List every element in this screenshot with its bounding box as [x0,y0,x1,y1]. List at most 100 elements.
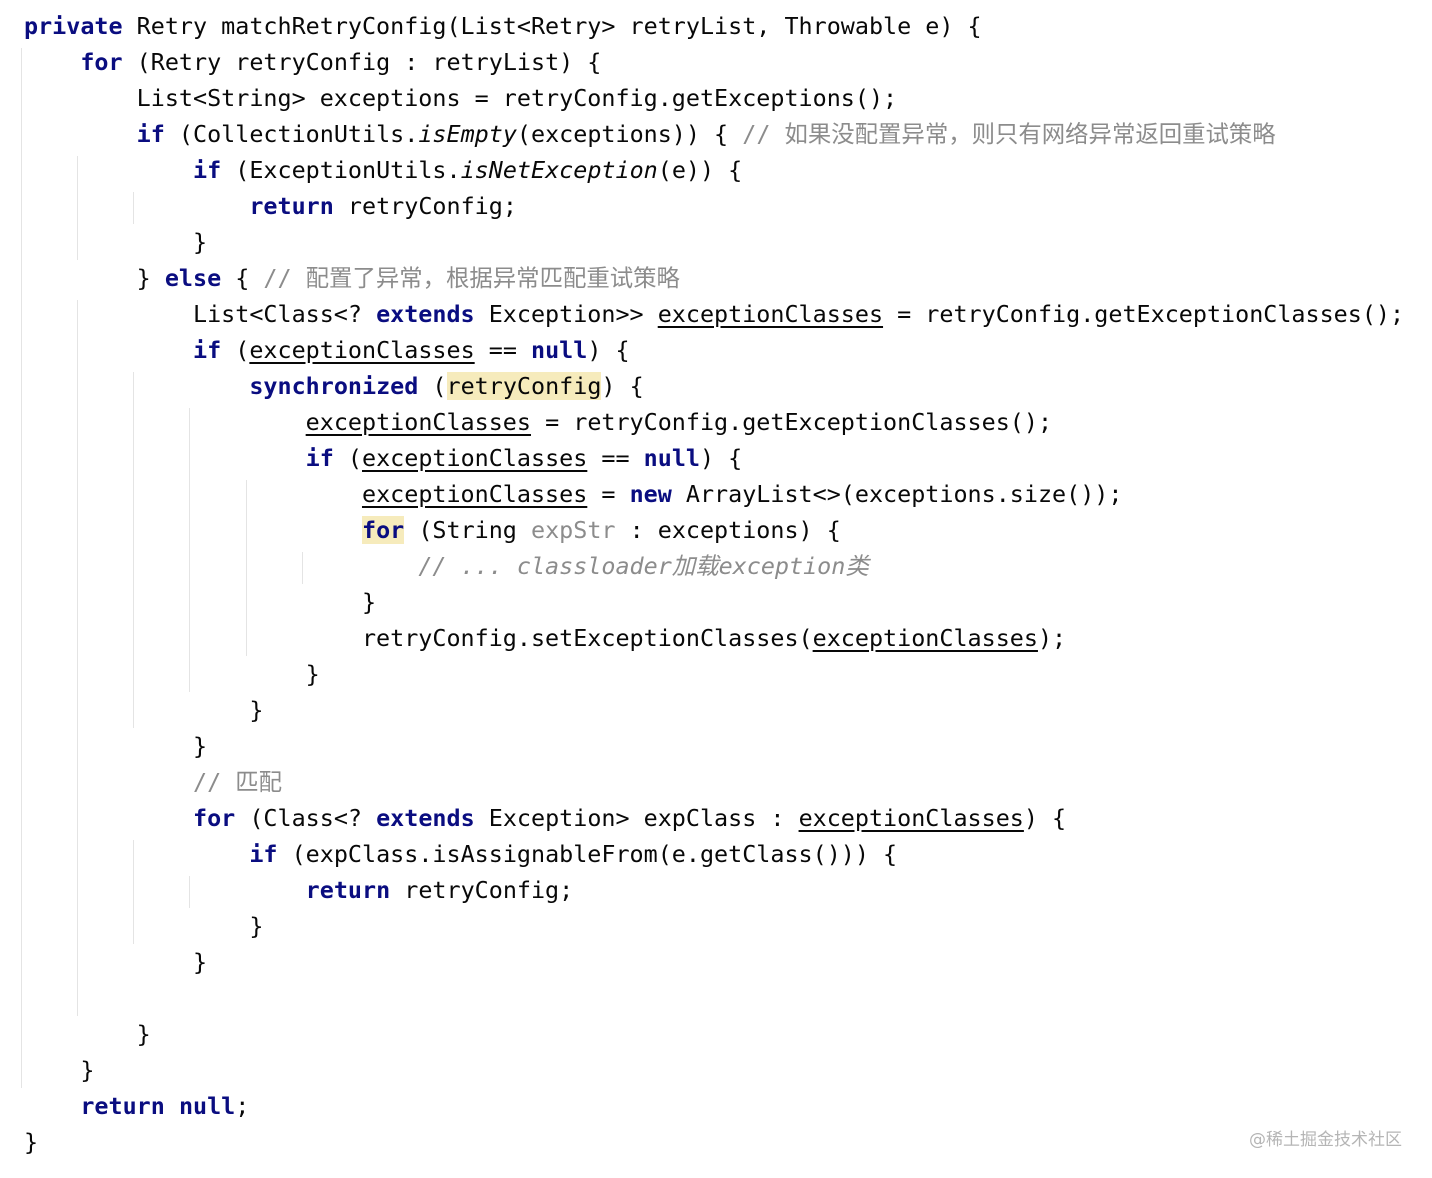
code-token: (exceptions)) { [516,120,743,148]
code-line: for (Retry retryConfig : retryList) { [24,44,1404,80]
code-line: } [24,1052,1404,1088]
code-token [24,768,193,796]
code-token: retryConfig; [390,876,574,904]
code-editor[interactable]: private Retry matchRetryConfig(List<Retr… [21,8,1404,1160]
code-line [24,980,1404,1016]
code-line: } [24,728,1404,764]
code-line: } [24,908,1404,944]
code-token: == [587,444,644,472]
keyword-token: if [136,120,165,148]
code-token: retryConfig.setExceptionClasses( [24,624,813,652]
code-token: } [24,1056,95,1084]
code-line: exceptionClasses = new ArrayList<>(excep… [24,476,1404,512]
indent-guide [77,156,78,260]
comment-token: // 配置了异常，根据异常匹配重试策略 [263,264,680,292]
comment-token: // 如果没配置异常，则只有网络异常返回重试策略 [742,120,1276,148]
code-line: if (exceptionClasses == null) { [24,440,1404,476]
code-token [24,552,418,580]
keyword-token: null [178,1092,236,1120]
code-token [24,336,193,364]
keyword-token: null [643,444,701,472]
keyword-token: for [361,516,405,544]
code-line: } [24,692,1404,728]
keyword-token: if [249,840,278,868]
highlighted-token: retryConfig [446,372,602,400]
code-token: (ExceptionUtils. [221,156,461,184]
code-line: exceptionClasses = retryConfig.getExcept… [24,404,1404,440]
code-token: List<String> exceptions = retryConfig.ge… [24,84,898,112]
reassigned-variable-token: exceptionClasses [362,444,588,472]
code-line: synchronized (retryConfig) { [24,368,1404,404]
indent-guide [189,408,190,692]
code-token: } [24,696,264,724]
reassigned-variable-token: exceptionClasses [657,300,884,328]
code-token: (String [404,516,531,544]
keyword-token: return [305,876,391,904]
indent-guide [246,480,247,656]
code-token: ( [221,336,250,364]
code-token: ) { [601,372,644,400]
static-method-token: isNetException [460,156,658,184]
keyword-token: null [531,336,588,364]
code-token: ( [333,444,362,472]
code-token [24,840,249,868]
code-token: ); [1037,624,1067,652]
reassigned-variable-token: exceptionClasses [249,336,475,364]
code-line: private Retry matchRetryConfig(List<Retr… [24,8,1404,44]
keyword-token: for [80,48,123,76]
code-token: (CollectionUtils. [164,120,419,148]
code-line: } [24,944,1404,980]
unused-variable-token: expStr [530,516,616,544]
code-line: for (Class<? extends Exception> expClass… [24,800,1404,836]
indent-guide [133,840,134,944]
code-token [165,1092,179,1120]
code-line: // ... classloader加载exception类 [24,548,1404,584]
keyword-token: if [193,156,222,184]
reassigned-variable-token: exceptionClasses [361,480,588,508]
code-token: retryConfig; [333,192,517,220]
keyword-token: return [80,1092,165,1120]
indent-guide [133,372,134,728]
code-token [24,804,193,832]
code-token: } [24,1020,151,1048]
code-line: } [24,656,1404,692]
keyword-token: else [164,264,222,292]
code-line: List<Class<? extends Exception>> excepti… [24,296,1404,332]
code-token: Exception>> [474,300,658,328]
code-token: == [474,336,532,364]
code-token [24,876,306,904]
keyword-token: private [24,12,123,40]
code-token [24,408,306,436]
code-token: } [24,660,320,688]
indent-guide [133,192,134,224]
code-token: ) { [587,336,630,364]
code-token [24,444,306,472]
code-line: if (expClass.isAssignableFrom(e.getClass… [24,836,1404,872]
code-token: } [24,264,165,292]
keyword-token: if [193,336,222,364]
code-token [24,1092,80,1120]
keyword-token: if [305,444,334,472]
code-token [24,48,80,76]
code-token: List<Class<? [24,300,377,328]
code-line: return null; [24,1088,1404,1124]
indent-guide [77,300,78,1016]
indent-guide [189,876,190,908]
keyword-token: synchronized [249,372,419,400]
code-token: (Retry retryConfig : retryList) { [122,48,602,76]
code-line: List<String> exceptions = retryConfig.ge… [24,80,1404,116]
code-line: } [24,1016,1404,1052]
code-token: } [24,1128,39,1156]
code-line: if (ExceptionUtils.isNetException(e)) { [24,152,1404,188]
code-line: } [24,1124,1404,1160]
code-token: Exception> expClass : [474,804,799,832]
keyword-token: new [629,480,672,508]
keyword-token: return [249,192,334,220]
reassigned-variable-token: exceptionClasses [798,804,1024,832]
code-token: ( [418,372,447,400]
code-token: } [24,588,377,616]
code-line: if (exceptionClasses == null) { [24,332,1404,368]
code-line: } [24,584,1404,620]
comment-token: // 匹配 [193,768,283,796]
code-line: return retryConfig; [24,872,1404,908]
